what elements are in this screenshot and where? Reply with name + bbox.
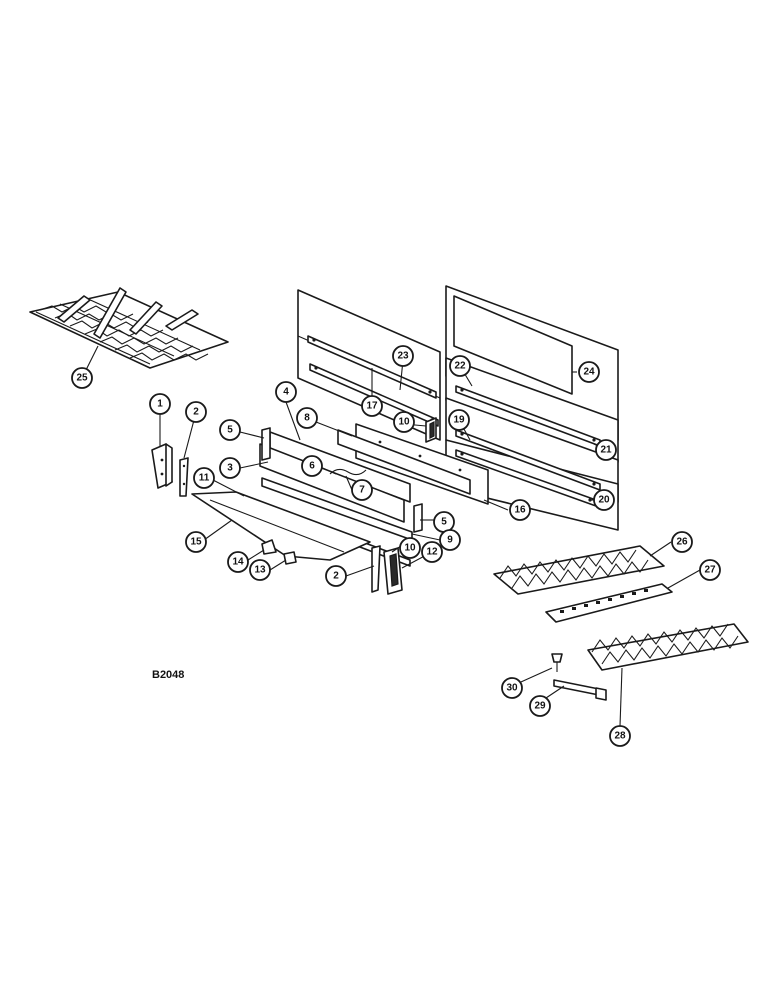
part-15-floor-plate: [191, 491, 371, 561]
upper-center-panel: [297, 289, 441, 443]
part-29-bracket: [553, 679, 607, 701]
callout-22: 22: [449, 355, 471, 377]
callout-4: 4: [275, 381, 297, 403]
callout-label: 14: [232, 557, 244, 568]
callout-label: 6: [309, 461, 315, 472]
callout-label: 25: [76, 373, 88, 384]
part-13-clip: [283, 551, 297, 565]
part-28-grain-pan: [587, 623, 749, 671]
callout-label: 3: [227, 463, 233, 474]
callout-label: 7: [359, 485, 365, 496]
callout-label: 26: [676, 537, 688, 548]
callout-label: 2: [333, 571, 339, 582]
part-1-bracket: [151, 443, 173, 489]
callout-6: 6: [301, 455, 323, 477]
callout-9: 9: [439, 529, 461, 551]
callout-24: 24: [578, 361, 600, 383]
callout-2-lower: 2: [325, 565, 347, 587]
callout-label: 27: [704, 565, 716, 576]
callout-label: 5: [227, 425, 233, 436]
callout-13: 13: [249, 559, 271, 581]
right-side-panels: [445, 285, 619, 531]
callout-28: 28: [609, 725, 631, 747]
callout-label: 2: [193, 407, 199, 418]
callout-26: 26: [671, 531, 693, 553]
callout-label: 23: [397, 351, 409, 362]
part-12-bracket: [383, 547, 403, 595]
part-30-bolt: [551, 653, 563, 672]
callout-label: 15: [190, 537, 202, 548]
callout-label: 22: [454, 361, 466, 372]
callout-5-upper: 5: [219, 419, 241, 441]
callout-29: 29: [529, 695, 551, 717]
callout-label: 29: [534, 701, 546, 712]
callout-label: 13: [254, 565, 266, 576]
callout-label: 10: [398, 417, 410, 428]
callout-20: 20: [593, 489, 615, 511]
callout-27: 27: [699, 559, 721, 581]
leader-lines: [83, 345, 701, 727]
callout-label: 20: [598, 495, 610, 506]
callout-3: 3: [219, 457, 241, 479]
callout-label: 21: [600, 445, 612, 456]
part-8-16-strip: [337, 423, 489, 505]
callout-label: 9: [447, 535, 453, 546]
callout-1: 1: [149, 393, 171, 415]
callout-21: 21: [595, 439, 617, 461]
callout-10-upper: 10: [393, 411, 415, 433]
callout-label: 10: [404, 543, 416, 554]
callout-2-upper: 2: [185, 401, 207, 423]
part-26-grain-pan: [493, 545, 665, 595]
callout-7: 7: [351, 479, 373, 501]
callout-11: 11: [193, 467, 215, 489]
callout-14: 14: [227, 551, 249, 573]
part-25-grain-pan: [29, 287, 229, 369]
figure-code: B2048: [152, 669, 184, 681]
callout-label: 30: [506, 683, 518, 694]
callout-30: 30: [501, 677, 523, 699]
callout-5-lower: 5: [433, 511, 455, 533]
callout-25: 25: [71, 367, 93, 389]
part-27-strip: [545, 583, 673, 623]
callout-label: 12: [426, 547, 438, 558]
callout-label: 28: [614, 731, 626, 742]
callout-8: 8: [296, 407, 318, 429]
callout-label: 5: [441, 517, 447, 528]
part-2-bracket-upper: [179, 457, 189, 497]
callout-12: 12: [421, 541, 443, 563]
callout-15: 15: [185, 531, 207, 553]
callout-label: 19: [453, 415, 465, 426]
part-5-plates: [261, 427, 423, 533]
callout-label: 1: [157, 399, 163, 410]
callout-label: 11: [199, 473, 210, 484]
callout-10-lower: 10: [399, 537, 421, 559]
callout-label: 17: [366, 401, 378, 412]
callout-label: 24: [583, 367, 595, 378]
callout-label: 8: [304, 413, 310, 424]
callout-16: 16: [509, 499, 531, 521]
callout-17: 17: [361, 395, 383, 417]
part-2-bracket-lower: [371, 545, 381, 593]
callout-label: 4: [283, 387, 289, 398]
callout-19: 19: [448, 409, 470, 431]
callout-label: 16: [514, 505, 526, 516]
callout-23: 23: [392, 345, 414, 367]
